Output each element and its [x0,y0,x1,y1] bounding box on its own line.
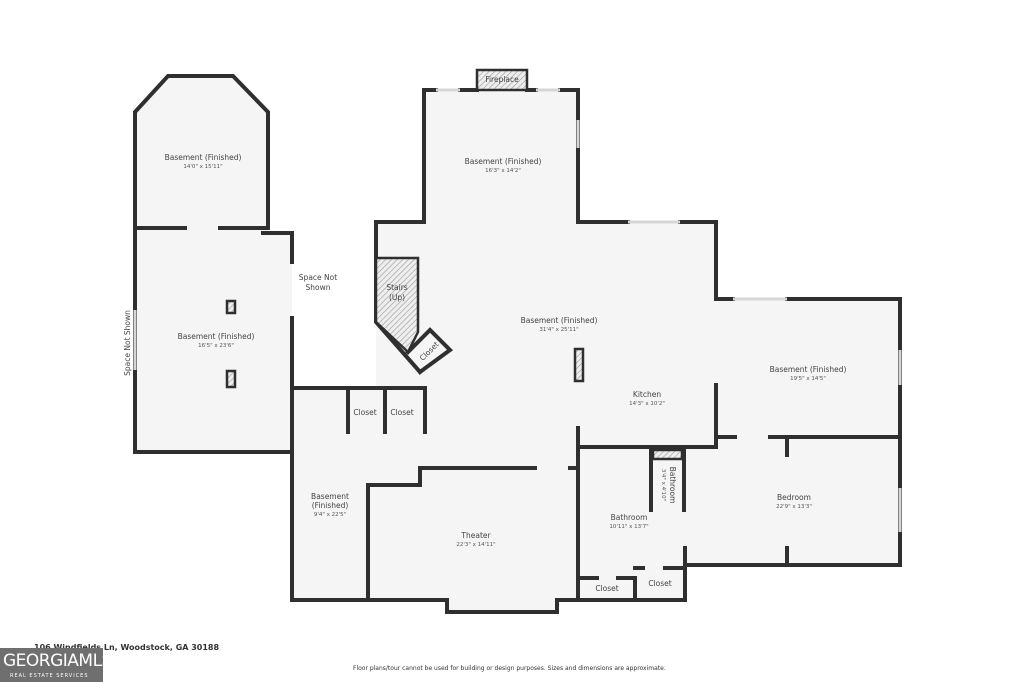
windows [133,88,902,532]
room-dims: 9'4" x 22'5" [314,512,346,518]
closet-label: Closet [595,584,618,593]
column [225,299,237,315]
disclaimer: Floor plans/tour cannot be used for buil… [353,665,666,672]
room-name: (Finished) [312,501,349,510]
closet-label: Closet [390,408,413,417]
room-name: Basement (Finished) [165,153,242,162]
room-name: Kitchen [633,390,661,399]
room-dims: 19'5" x 14'5" [790,376,826,382]
room-dims: 14'3" x 10'2" [629,401,665,407]
room-name: Basement (Finished) [465,157,542,166]
stairs-label: Stairs [386,283,407,292]
fireplace-label: Fireplace [485,75,519,84]
shower [651,448,684,461]
closet-label: Closet [648,579,671,588]
room-dims: 16'5" x 23'6" [198,343,234,349]
logo-text: GEORGIAMLS [3,651,112,671]
room-name: Bathroom [611,513,648,522]
room-dims: 22'9" x 13'3" [776,504,812,510]
room-dims: 16'3" x 14'2" [485,168,521,174]
room-dims: 31'4" x 25'11" [539,327,578,333]
logo-subtext: REAL ESTATE SERVICES [10,673,89,679]
space-not-shown-label: Space Not Shown [123,310,132,376]
room-name: Basement (Finished) [770,365,847,374]
room-name: Bathroom [668,467,677,504]
room-name: Basement (Finished) [521,316,598,325]
column [225,369,237,389]
room-dims: 3'4" x 4'10" [660,469,666,501]
closet-label: Closet [353,408,376,417]
property-address: 106 Windfields Ln, Woodstock, GA 30188 [34,643,220,652]
stairs [374,256,420,355]
room-name: Basement (Finished) [178,332,255,341]
georgia-mls-logo: GEORGIAMLS REAL ESTATE SERVICES [0,648,112,682]
room-dims: 22'3" x 14'11" [456,542,495,548]
column [573,347,585,383]
room-labels: Fireplace Basement (Finished) 14'0" x 15… [123,75,846,593]
room-dims: 10'11" x 13'7" [609,524,648,530]
space-not-shown-label: Shown [306,283,331,292]
room-name: Basement [311,492,349,501]
floor-fill [135,76,900,612]
room-dims: 14'0" x 15'11" [183,164,222,170]
space-not-shown-label: Space Not [299,273,337,282]
room-name: Bedroom [777,493,811,502]
room-name: Theater [460,531,491,540]
stairs-label: (Up) [389,293,405,302]
fireplace [475,68,529,92]
